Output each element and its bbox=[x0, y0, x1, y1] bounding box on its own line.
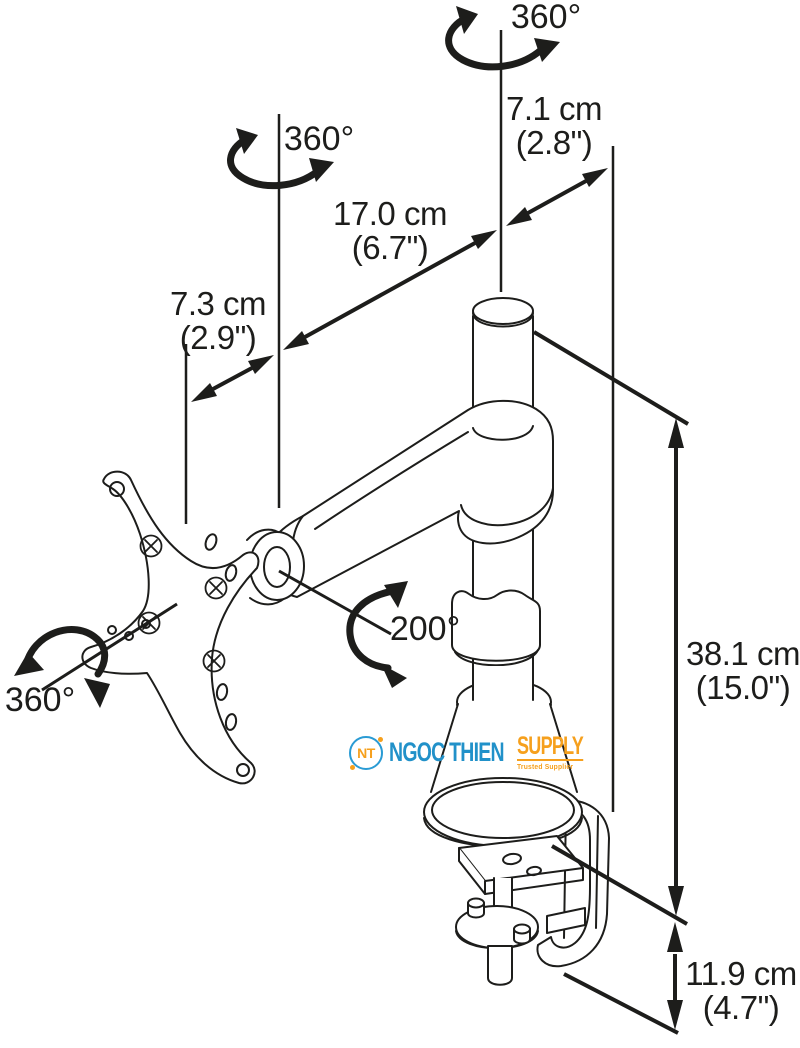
rotation-arrow-pole-top bbox=[445, 6, 560, 71]
mount-drawing bbox=[81, 297, 610, 986]
dim-pole-offset-metric: 7.1 cm bbox=[505, 90, 603, 127]
dim-column-height-imperial: (15.0") bbox=[695, 669, 791, 707]
lower-disc bbox=[455, 897, 539, 950]
pole-clamp-collar bbox=[451, 589, 541, 667]
bottom-rod bbox=[487, 945, 513, 986]
brand-suffix: SUPPLY bbox=[516, 732, 583, 761]
c-clamp bbox=[536, 798, 610, 968]
vesa-plate bbox=[81, 470, 260, 785]
nt-icon-text: NT bbox=[357, 744, 375, 761]
reference-lines bbox=[532, 330, 690, 1035]
dim-label-column-height: 38.1 cm (15.0") bbox=[686, 635, 800, 707]
brand-name: NGOC THIEN bbox=[389, 737, 505, 768]
dim-pole-offset-imperial: (2.8") bbox=[515, 124, 593, 162]
dim-label-pole-offset: 7.1 cm (2.8") bbox=[505, 90, 603, 162]
dim-arm-reach-metric: 17.0 cm bbox=[333, 195, 447, 232]
riser-cone bbox=[430, 663, 578, 793]
dim-clamp-range-metric: 11.9 cm bbox=[685, 955, 797, 992]
dimension-7-1 bbox=[506, 168, 608, 226]
dim-label-plate-offset: 7.3 cm (2.9") bbox=[169, 285, 267, 357]
extension-lines bbox=[184, 30, 615, 812]
dim-plate-offset-imperial: (2.9") bbox=[179, 319, 257, 357]
dim-clamp-range-imperial: (4.7") bbox=[702, 989, 780, 1027]
brand-suffix-block: SUPPLY Trusted Supplier bbox=[516, 732, 609, 771]
dimension-17-0 bbox=[283, 230, 497, 350]
rotation-label-pan: 200° bbox=[389, 610, 461, 648]
rotation-arrow-elbow bbox=[227, 128, 334, 190]
dim-label-clamp-range: 11.9 cm (4.7") bbox=[685, 955, 797, 1027]
rotation-arrow-plate bbox=[14, 626, 110, 708]
watermark-logo: NT NGOC THIEN SUPPLY Trusted Supplier bbox=[349, 732, 609, 771]
dimension-11-9 bbox=[667, 922, 683, 1030]
hinge bbox=[246, 528, 305, 606]
dim-arm-reach-imperial: (6.7") bbox=[351, 229, 429, 267]
orbit-dot-icon bbox=[378, 736, 383, 742]
rotation-label-plate: 360° bbox=[4, 681, 76, 719]
rotation-label-pole-top: 360° bbox=[510, 0, 582, 36]
leader-lines bbox=[41, 569, 392, 692]
dim-column-height-metric: 38.1 cm bbox=[686, 635, 800, 672]
rotation-arrow-pan bbox=[346, 581, 408, 688]
rotation-label-elbow: 360° bbox=[283, 120, 355, 158]
orbit-dot-icon bbox=[350, 764, 355, 770]
dim-plate-offset-metric: 7.3 cm bbox=[169, 285, 267, 322]
dim-label-arm-reach: 17.0 cm (6.7") bbox=[333, 195, 447, 267]
brand-tagline: Trusted Supplier bbox=[516, 761, 573, 771]
nt-icon: NT bbox=[349, 735, 383, 770]
dimension-7-3 bbox=[191, 355, 274, 402]
dimension-38-1 bbox=[668, 418, 684, 916]
